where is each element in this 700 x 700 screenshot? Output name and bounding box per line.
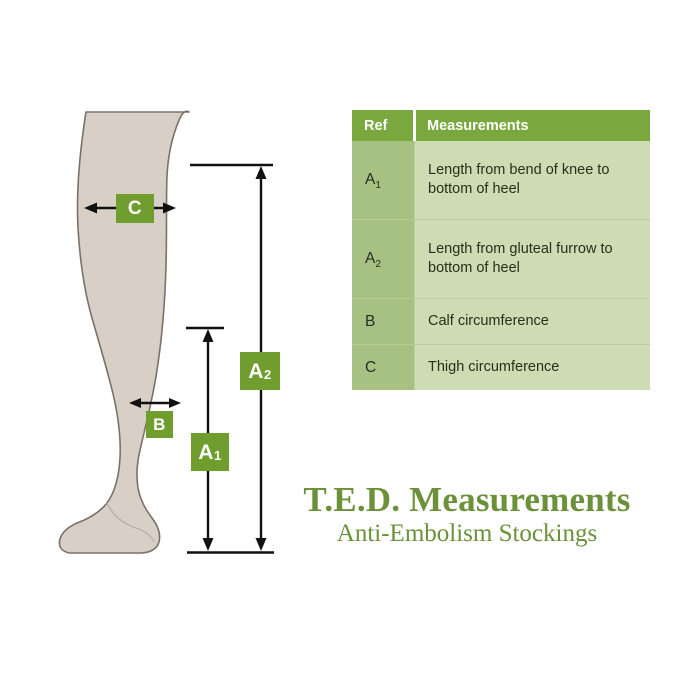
heel-contour-icon <box>106 502 155 543</box>
ref-subscript: 2 <box>375 259 382 270</box>
column-header-ref: Ref <box>352 110 415 141</box>
ref-letter: C <box>365 358 377 376</box>
leg-diagram-svg <box>58 110 274 554</box>
measurements-table: Ref Measurements A1 Length from bend of … <box>352 110 650 390</box>
page-subtitle: Anti-Embolism Stockings <box>336 520 598 548</box>
leg-silhouette-icon <box>58 110 190 554</box>
cell-ref-b: B <box>352 298 415 345</box>
table-body: A1 Length from bend of knee to bottom of… <box>352 141 650 390</box>
cell-measurement-a2: Length from gluteal furrow to bottom of … <box>414 219 650 299</box>
title-block: T.E.D. Measurements Anti-Embolism Stocki… <box>272 480 662 548</box>
calf-circumference-arrow <box>129 398 181 408</box>
cell-measurement-a1: Length from bend of knee to bottom of he… <box>414 141 650 220</box>
cell-ref-c: C <box>352 344 415 390</box>
table-header: Ref Measurements <box>352 110 650 141</box>
ref-letter: A <box>365 250 376 267</box>
cell-ref-a2: A2 <box>352 219 415 299</box>
badge-a2-sub: 2 <box>263 367 272 383</box>
badge-a1-sub: 1 <box>213 448 222 464</box>
badge-a1-letter: A <box>198 440 214 464</box>
badge-thigh-c: C <box>116 194 154 223</box>
cell-ref-a1: A1 <box>352 141 415 220</box>
ref-subscript: 1 <box>375 180 382 191</box>
table-row: A2 Length from gluteal furrow to bottom … <box>352 219 650 299</box>
table-row: B Calf circumference <box>352 298 650 345</box>
ref-letter: A <box>365 171 376 188</box>
table-header-row: Ref Measurements <box>352 110 650 141</box>
column-header-measurements: Measurements <box>413 110 650 141</box>
badge-c-letter: C <box>127 198 143 219</box>
table-row: C Thigh circumference <box>352 344 650 390</box>
page-title: T.E.D. Measurements <box>303 480 631 519</box>
cell-measurement-c: Thigh circumference <box>414 344 650 390</box>
badge-calf-b: B <box>146 411 173 438</box>
table-row: A1 Length from bend of knee to bottom of… <box>352 141 650 220</box>
ref-letter: B <box>365 312 376 330</box>
badge-a2-letter: A <box>248 359 264 383</box>
cell-measurement-b: Calf circumference <box>414 298 650 345</box>
badge-b-letter: B <box>153 415 166 434</box>
